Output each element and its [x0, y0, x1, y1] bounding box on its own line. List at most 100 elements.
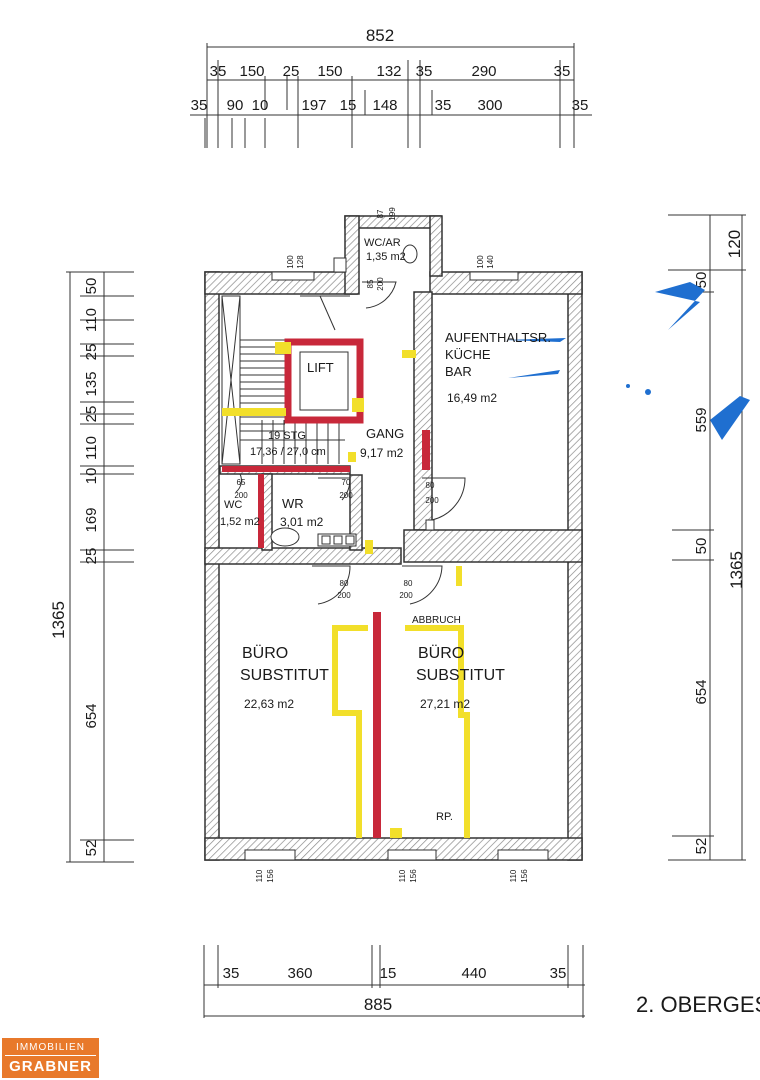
- rp-label: RP.: [436, 811, 453, 823]
- dim-bottom-row-value: 15: [380, 965, 397, 982]
- doors: [225, 281, 466, 605]
- lift-shaft: [275, 338, 364, 424]
- opening-mark-value: 80: [404, 579, 413, 588]
- dim-bottom-row: 35 360 15 440 35: [223, 965, 567, 982]
- opening-mark-value: 80: [426, 481, 435, 490]
- room-wc-label: WC: [224, 499, 242, 511]
- dim-right-segment-value: 50: [693, 538, 710, 555]
- dim-left-segment-value: 10: [83, 468, 100, 485]
- right-dimensions: [668, 214, 746, 861]
- opening-mark-value: 85: [366, 279, 375, 288]
- window-mark-value: 110: [398, 869, 407, 882]
- room-buero2-area: 27,21 m2: [420, 697, 470, 711]
- partition-walls: [222, 430, 430, 838]
- dim-top-row2-value: 90: [227, 97, 244, 114]
- dim-top-row1-value: 35: [210, 63, 227, 80]
- dim-top-row1-value: 25: [283, 63, 300, 80]
- windows: [244, 271, 549, 861]
- dim-right-segment-value: 559: [693, 407, 710, 432]
- logo-line2: GRABNER: [9, 1058, 92, 1075]
- dim-left-segment-value: 25: [83, 548, 100, 565]
- dim-top-row2-value: 15: [340, 97, 357, 114]
- dim-bottom-row-value: 35: [223, 965, 240, 982]
- dim-bottom-total: 885: [364, 995, 392, 1014]
- room-wc-area: 1,52 m2: [220, 516, 260, 528]
- dim-right-segments: 50 559 50 654 52: [693, 272, 710, 855]
- opening-mark-value: 200: [234, 491, 248, 500]
- window-mark-value: 156: [266, 869, 275, 883]
- floor-title: 2. OBERGES: [636, 992, 760, 1017]
- dim-bottom-row-value: 35: [550, 965, 567, 982]
- bottom-dimensions: [203, 945, 585, 1018]
- room-buero1-label: BÜRO: [242, 644, 288, 662]
- dim-top-row1-value: 132: [376, 63, 401, 80]
- sanitary-fixtures: [270, 244, 435, 547]
- room-aufenthalt-label: AUFENTHALTSR.: [445, 330, 551, 345]
- dim-left-segment-value: 25: [83, 344, 100, 361]
- opening-mark-value: 200: [376, 277, 385, 291]
- room-wr-label: WR: [282, 496, 304, 511]
- dim-left-segment-value: 169: [83, 507, 100, 532]
- dim-top-row2-value: 35: [191, 97, 208, 114]
- window-mark-value: 156: [520, 869, 529, 883]
- window-mark-value: 110: [255, 869, 264, 882]
- dim-left-segment-value: 110: [83, 308, 100, 332]
- dim-top-row2-value: 35: [435, 97, 452, 114]
- dim-top-row2-value: 197: [301, 97, 326, 114]
- room-aufenthalt-area: 16,49 m2: [447, 391, 497, 405]
- dim-right-segment-value: 654: [693, 679, 710, 704]
- dim-right-top: 120: [725, 230, 744, 258]
- opening-mark-value: 70: [342, 478, 351, 487]
- walls: [204, 215, 583, 861]
- opening-mark-value: 200: [339, 491, 353, 500]
- opening-mark-value: 87: [376, 209, 385, 218]
- room-kueche-label: KÜCHE: [445, 347, 491, 362]
- window-mark-value: 156: [409, 869, 418, 883]
- dim-top-row1-value: 290: [471, 63, 496, 80]
- dim-left-segment-value: 50: [83, 278, 100, 295]
- logo-line1: IMMOBILIEN: [5, 1038, 96, 1056]
- opening-mark-value: 199: [388, 207, 397, 221]
- dim-left-total: 1365: [49, 601, 68, 639]
- dim-left-segment-value: 52: [83, 840, 100, 857]
- opening-mark-value: 200: [425, 496, 439, 505]
- top-dimensions: [190, 43, 592, 148]
- dim-top-row2-value: 35: [572, 97, 589, 114]
- room-buero2-label: BÜRO: [418, 644, 464, 662]
- dim-bottom-row-value: 440: [461, 965, 486, 982]
- dim-bottom-row-value: 360: [287, 965, 312, 982]
- room-wr-area: 3,01 m2: [280, 515, 324, 529]
- dim-top-row2-value: 300: [477, 97, 502, 114]
- window-mark-value: 110: [509, 869, 518, 882]
- room-buero1-sub: SUBSTITUT: [240, 667, 329, 684]
- room-wc-ar-area: 1,35 m2: [366, 251, 406, 263]
- stair-label: 19 STG: [268, 430, 306, 442]
- dim-left-segment-value: 135: [83, 371, 100, 396]
- dim-left-segment-value: 654: [83, 703, 100, 728]
- dim-right-segment-value: 52: [693, 838, 710, 855]
- blue-marks: [505, 282, 750, 440]
- opening-mark-value: 128: [296, 255, 305, 269]
- dim-right-segment-value: 50: [693, 272, 710, 289]
- abbruch-label: ABBRUCH: [412, 615, 461, 626]
- opening-mark-value: 200: [399, 591, 413, 600]
- opening-mark-value: 80: [340, 579, 349, 588]
- dim-top-row1-value: 35: [554, 63, 571, 80]
- opening-mark-value: 100: [476, 255, 485, 269]
- room-gang-area: 9,17 m2: [360, 446, 404, 460]
- opening-mark-value: 140: [486, 255, 495, 269]
- dim-top-row1-value: 150: [317, 63, 342, 80]
- room-wc-ar-label: WC/AR: [364, 237, 401, 249]
- dim-left-segment-value: 110: [83, 436, 100, 460]
- new-walls: [222, 350, 470, 838]
- room-buero2-sub: SUBSTITUT: [416, 667, 505, 684]
- dim-top-row1-value: 150: [239, 63, 264, 80]
- left-dimensions: [66, 271, 134, 863]
- dim-top-row2-value: 10: [252, 97, 269, 114]
- lift-label: LIFT: [307, 360, 334, 375]
